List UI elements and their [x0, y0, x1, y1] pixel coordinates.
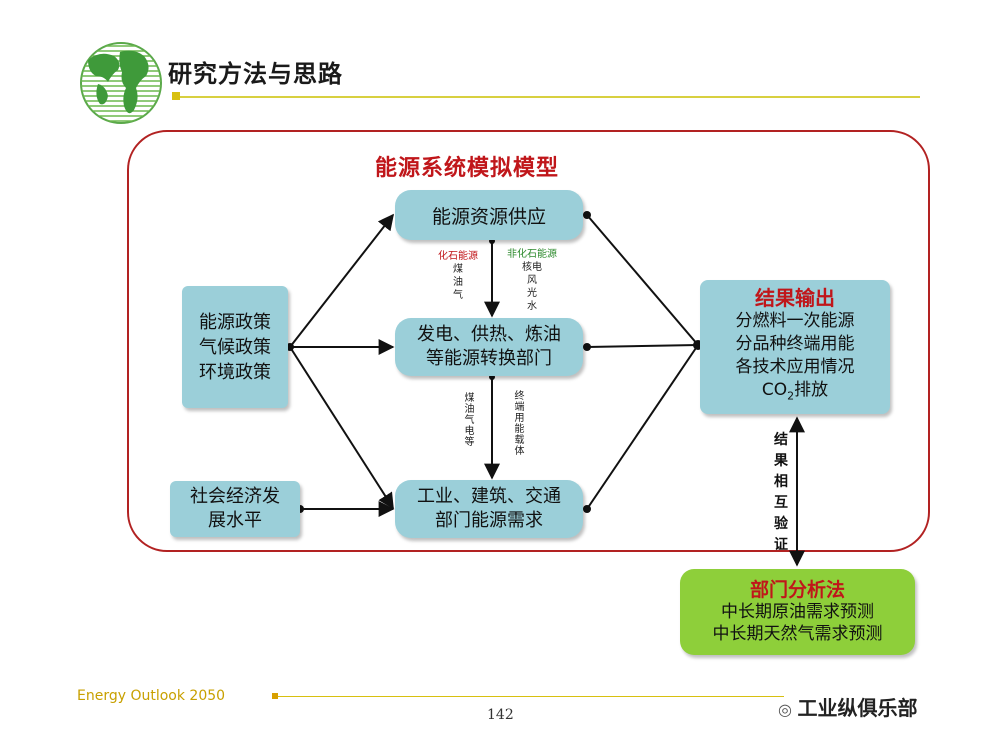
- result-title: 结果输出: [755, 285, 835, 310]
- fossil-item-oil: 油: [453, 277, 463, 288]
- conversion-box: 发电、供热、炼油 等能源转换部门: [395, 318, 583, 376]
- result-line-3: 各技术应用情况: [735, 356, 855, 377]
- policy-line-1: 能源政策: [199, 311, 271, 333]
- page-number: 142: [487, 707, 514, 723]
- mutual-verification-label: 结果相互验证: [774, 432, 788, 553]
- supply-box: 能源资源供应: [395, 190, 583, 240]
- line-convert-result: [586, 344, 699, 348]
- policy-box: 能源政策 气候政策 环境政策: [182, 286, 288, 408]
- page-title: 研究方法与思路: [168, 60, 343, 88]
- model-title: 能源系统模拟模型: [375, 156, 560, 181]
- fuel-carrier-label: 煤油气电等: [462, 392, 473, 447]
- sector-line-1: 中长期原油需求预测: [721, 602, 874, 622]
- model-frame: [127, 130, 930, 552]
- footer-brand: Energy Outlook 2050: [77, 688, 226, 704]
- footer-rule-marker: [272, 693, 278, 699]
- result-line-1: 分燃料一次能源: [735, 310, 855, 331]
- sector-analysis-box: 部门分析法 中长期原油需求预测 中长期天然气需求预测: [680, 569, 915, 655]
- arrow-policy-supply: [289, 213, 394, 348]
- nonfossil-item-nuclear: 核电: [522, 262, 542, 273]
- nonfossil-item-hydro: 水: [527, 301, 537, 312]
- demand-box: 工业、建筑、交通 部门能源需求: [395, 480, 583, 538]
- fossil-item-gas: 气: [453, 290, 463, 301]
- result-line-2: 分品种终端用能: [735, 333, 855, 354]
- co2-prefix: CO: [761, 379, 788, 400]
- result-box: 结果输出 分燃料一次能源 分品种终端用能 各技术应用情况 CO2排放: [700, 280, 890, 414]
- nonfossil-title: 非化石能源: [507, 249, 557, 260]
- social-economic-box: 社会经济发 展水平: [170, 481, 300, 537]
- wechat-icon: ◎: [778, 700, 798, 719]
- fossil-item-coal: 煤: [453, 264, 463, 275]
- co2-subscript: 2: [787, 389, 795, 403]
- watermark-label: 工业纵俱乐部: [797, 696, 918, 720]
- demand-line-2: 部门能源需求: [435, 510, 543, 531]
- social-line-1: 社会经济发: [190, 486, 280, 507]
- line-supply-result: [586, 214, 699, 346]
- policy-line-2: 气候政策: [199, 336, 271, 358]
- sector-line-2: 中长期天然气需求预测: [712, 624, 883, 644]
- watermark-text: ◎ 工业纵俱乐部: [778, 692, 918, 721]
- result-co2-line: CO2排放: [762, 379, 828, 407]
- conversion-line-1: 发电、供热、炼油: [417, 324, 561, 345]
- supply-label: 能源资源供应: [431, 205, 546, 228]
- nonfossil-item-wind: 风: [527, 275, 537, 286]
- header-rule-marker: [172, 92, 180, 100]
- footer-rule: [274, 696, 784, 697]
- co2-suffix: 排放: [794, 379, 829, 400]
- fossil-title: 化石能源: [438, 251, 478, 262]
- demand-line-1: 工业、建筑、交通: [417, 486, 561, 507]
- policy-line-3: 环境政策: [199, 361, 271, 383]
- globe-logo-icon: [80, 42, 162, 124]
- nonfossil-item-solar: 光: [527, 288, 537, 299]
- nonfossil-energy-label: 非化石能源 核电 风 光 水: [500, 248, 564, 313]
- conversion-line-2: 等能源转换部门: [426, 348, 552, 369]
- header-rule: [172, 96, 920, 98]
- fossil-energy-label: 化石能源 煤 油 气: [430, 250, 486, 302]
- sector-title: 部门分析法: [749, 579, 845, 601]
- arrow-policy-demand: [289, 346, 394, 510]
- line-demand-result: [586, 344, 699, 510]
- social-line-2: 展水平: [208, 510, 262, 531]
- end-use-carrier-label: 终端用能载体: [512, 390, 523, 456]
